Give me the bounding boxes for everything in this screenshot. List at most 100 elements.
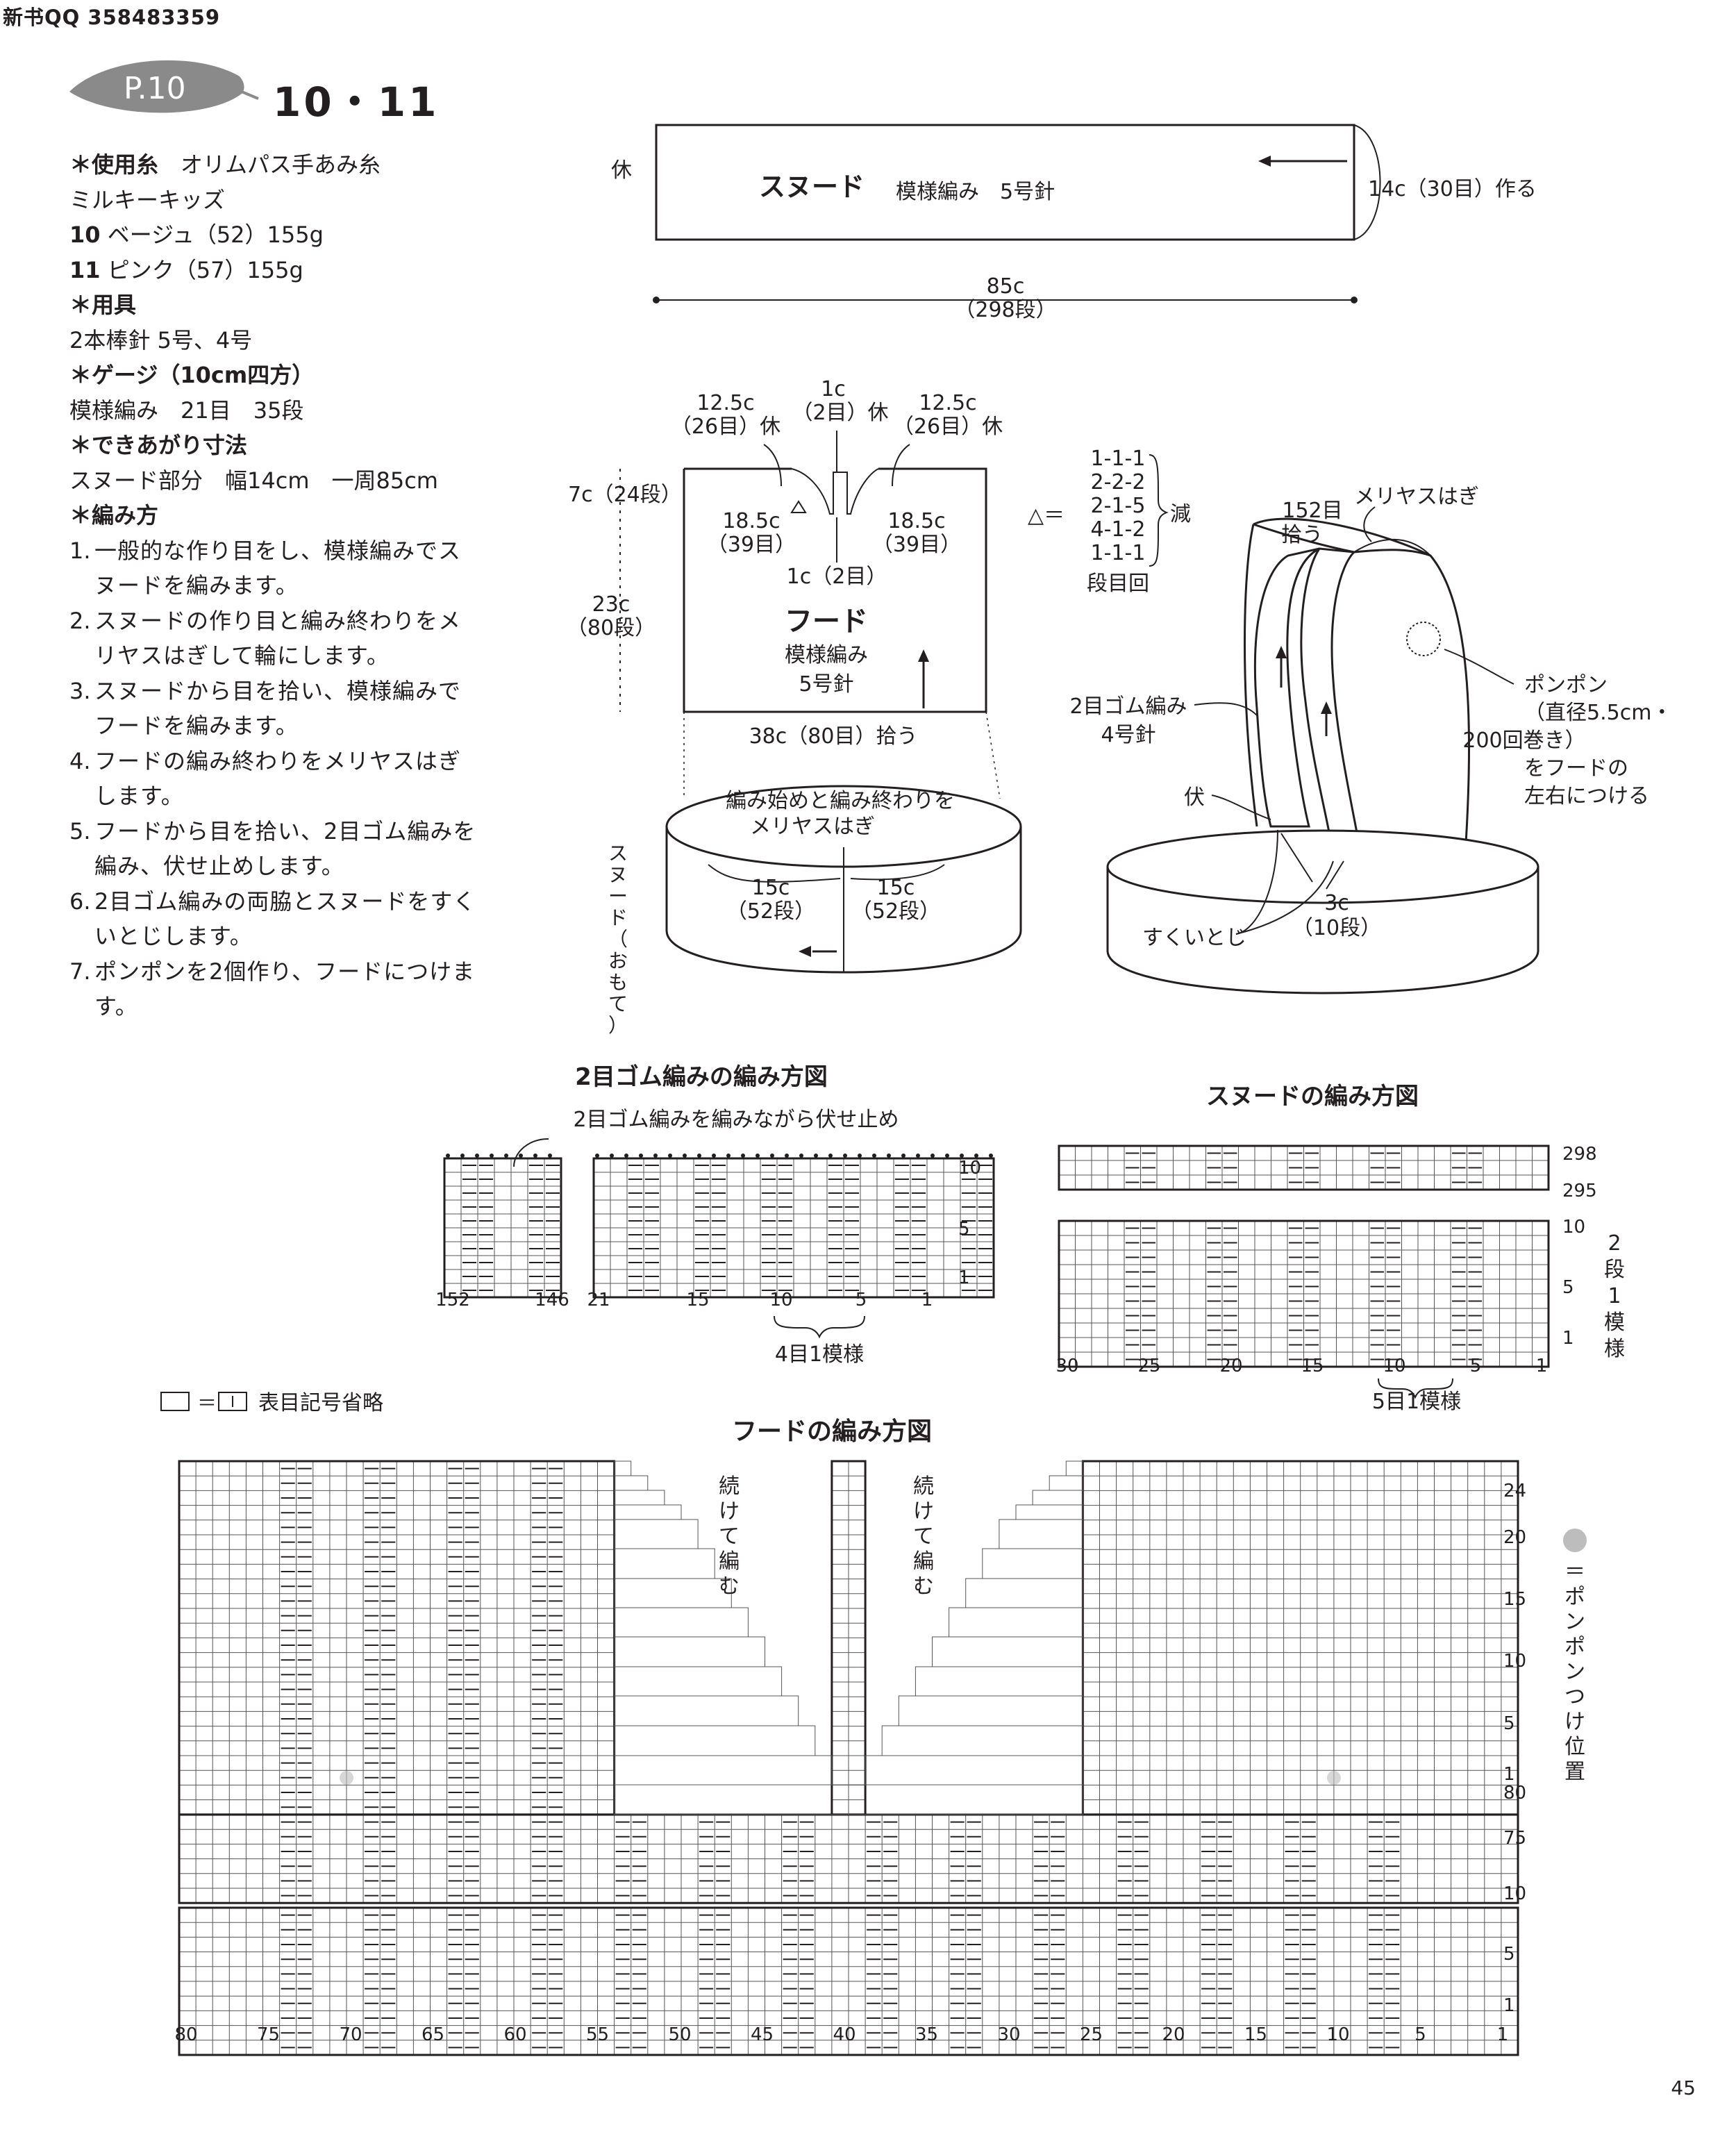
step-item: 2.スヌードの作り目と編み終わりをメリヤスはぎして輪にします。 [69,603,500,674]
bind-off-dot [916,1154,920,1158]
hood-chart-col-label: 40 [833,2024,856,2045]
snood-chart-col-label: 25 [1137,1356,1160,1376]
hood-chart-grid-mid [178,1813,1519,1904]
snood-half-leader-right [850,864,945,881]
rib-chart-repeat-brace [774,1315,865,1339]
hood3d-band-label: 3c [1324,891,1349,915]
bind-off-dot [974,1154,978,1158]
hood3d-rib-band-right [1300,547,1362,856]
hood3d-arrowhead-left [1276,646,1287,658]
step-number: 1. [69,537,91,564]
snood-chart-row-label: 10 [1562,1217,1585,1238]
snood-chart-col-label: 5 [1470,1356,1482,1376]
snood-chart-col-label: 15 [1301,1356,1324,1376]
decrease-row: 4-1-2 [1091,517,1146,542]
hood-side-cm-label: 23c [592,592,631,617]
snood-rectangle [655,124,1355,241]
page-badge-label: P.10 [124,71,186,106]
bind-off-dot [624,1154,628,1158]
pompom-marker-left [340,1771,353,1785]
step-item: 3.スヌードから目を拾い、模様編みでフードを編みます。 [69,674,500,744]
hood-chart-decrease-step [614,1755,833,1785]
bind-off-dot [770,1154,774,1158]
hood-chart-pompom-label-char: ＝ [1564,1560,1585,1584]
hood-top-right-leader [892,444,910,487]
rib-chart-col-label: 152 [435,1290,470,1310]
hood-chart-row-label: 5 [1503,1944,1515,1965]
yarn-name: ミルキーキッズ [69,186,226,213]
hood-chart-decrease-step [614,1475,649,1491]
bind-off-dot [960,1154,964,1158]
step-text: フードの編み終わりをメリヤスはぎします。 [94,747,462,810]
hood-side-top-label: 7c（24段） [568,483,682,507]
materials-section: ＊使用糸 オリムパス手あみ糸 ミルキーキッズ 10 ベージュ（52）155g 1… [69,147,500,1024]
bind-off-dot [756,1154,760,1158]
hood-chart-grid-bottom [178,1906,1519,2056]
step-text: スヌードの作り目と編み終わりをメリヤスはぎして輪にします。 [94,607,462,669]
bind-off-dot [504,1154,508,1158]
snood-chart-repeat-rows-label-char: 様 [1604,1337,1625,1361]
bind-off-dot [741,1154,745,1158]
snood-width-rows-label: （298段） [954,298,1056,322]
snood-half-left-rows: （52段） [726,899,815,924]
hood-top-left-leader [763,444,782,487]
bind-off-dot [533,1154,537,1158]
step-text: スヌードから目を拾い、模様編みでフードを編みます。 [94,677,462,740]
hood-center-low-label: 1c（2目） [787,565,887,589]
hood-chart-decrease-step [1032,1490,1083,1506]
hood-chart-decrease-step [881,1725,1083,1756]
rib-chart-note: 2目ゴム編みを編みながら伏せ止め [573,1108,899,1132]
hood-chart-decrease-step [1049,1475,1083,1491]
tools-text: 2本棒針 5号、4号 [69,326,253,353]
hood-top-right-label: 12.5c [919,391,976,415]
hood-inner-right-label2: （39目） [872,533,961,557]
hood-chart-pompom-label-char: ポ [1564,1635,1585,1659]
hood-chart-pompom-label-char: 置 [1564,1760,1585,1784]
hood-pickup-label: 38c（80目）拾う [749,724,918,749]
hood-chart-col-label: 25 [1080,2024,1103,2045]
hood3d-graft-label: メリヤスはぎ [1354,485,1479,509]
bind-off-dot [785,1154,789,1158]
hood-chart-continue-right-char: 編 [913,1549,934,1574]
decrease-triangle-icon [790,500,807,513]
pompom-position-dot [1563,1529,1587,1552]
hood3d-top-edge [1253,523,1431,557]
hood-chart-decrease-step [614,1607,749,1638]
hood-chart-row-label: 15 [1503,1589,1526,1610]
pompom-instruction-line: （直径5.5cm・ [1524,701,1672,725]
step-number: 3. [69,677,91,704]
bind-off-dot [814,1154,818,1158]
hood-chart-decrease-step [848,1784,1083,1815]
hood3d-whip-label: すくいとじ [1142,926,1246,950]
hood-chart-col-label: 5 [1414,2024,1426,2045]
bind-off-dot [872,1154,876,1158]
hood-pattern-label: 模様編み [785,643,868,667]
hood-chart-pompom-label-char: つ [1564,1685,1585,1709]
gauge-text: 模様編み 21目 35段 [69,397,304,424]
pompom-instruction-line: ポンポン [1524,673,1608,697]
bind-off-dot [697,1154,701,1158]
rib-chart-col-label: 1 [921,1290,933,1310]
legend-knit-cell [218,1392,247,1411]
snood-chart-repeat-rows-label-char: 段 [1604,1258,1625,1282]
bind-off-dot [858,1154,862,1158]
snood-title: スヌード [759,172,865,202]
color-11-number: 11 [69,256,101,283]
hood-chart-decrease-step [614,1725,816,1756]
hood-chart-col-label: 10 [1326,2024,1349,2045]
hood-chart-grid-top-right [1081,1460,1519,1816]
hood-inner-left-label: 18.5c [722,509,780,533]
hood-chart-decrease-step [614,1504,682,1520]
snood-ring-arrowhead [799,946,811,957]
hood-chart-decrease-step [614,1460,632,1476]
step-number: 4. [69,747,91,774]
snood-rest-label: 休 [611,158,632,183]
hood-chart-decrease-step [614,1578,732,1608]
bind-off-dot [548,1154,552,1158]
hood-top-left-label: 12.5c [696,391,754,415]
page-badge-leaf-icon [69,60,259,113]
pompom-leader [1444,649,1514,685]
grid-border [1058,1144,1550,1191]
